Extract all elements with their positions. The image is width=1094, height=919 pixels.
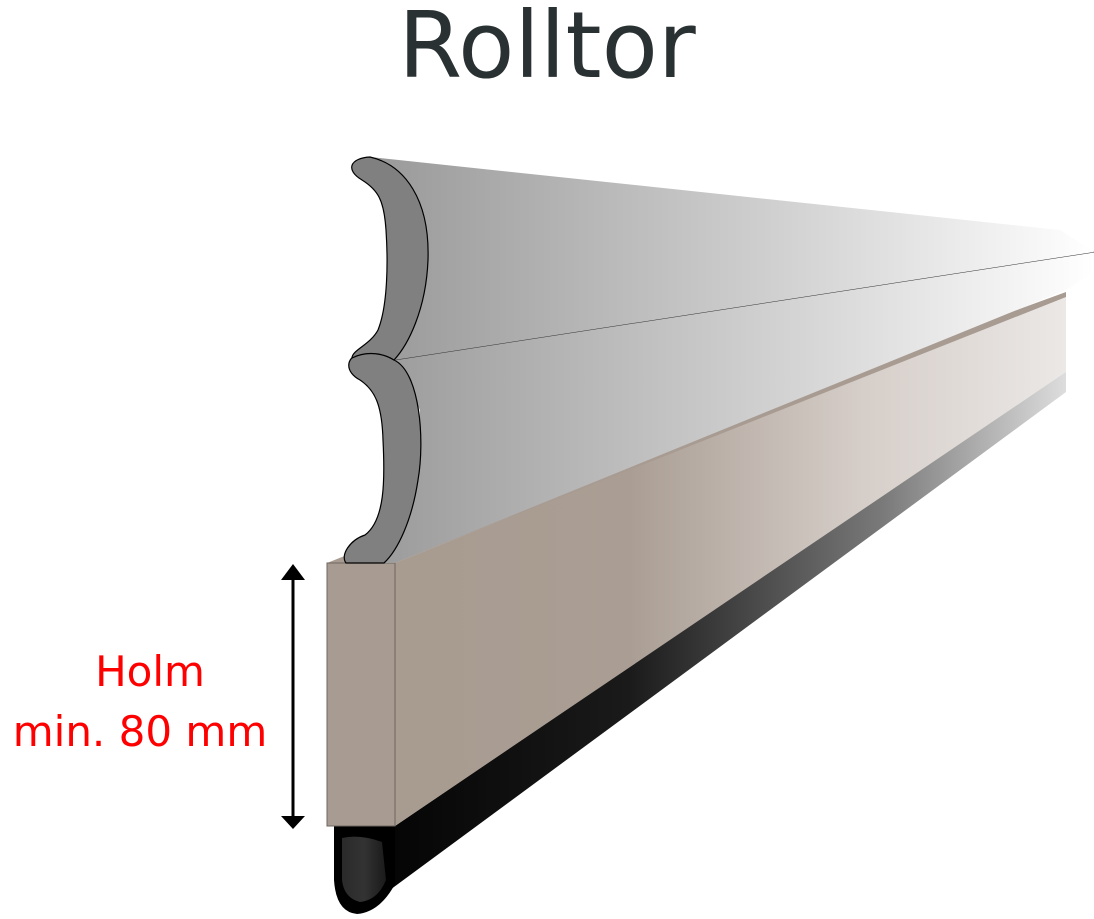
page-title: Rolltor — [398, 0, 696, 99]
holm-front-face — [326, 562, 396, 827]
dimension-label-value: min. 80 mm — [12, 707, 268, 756]
dimension-label-name: Holm — [95, 647, 205, 696]
seal-end-face — [342, 836, 386, 902]
arrow-down-icon — [281, 816, 305, 829]
slat-upper — [351, 156, 1094, 361]
dimension-arrow — [281, 564, 305, 829]
rubber-seal — [334, 370, 1066, 914]
arrow-up-icon — [281, 564, 305, 580]
